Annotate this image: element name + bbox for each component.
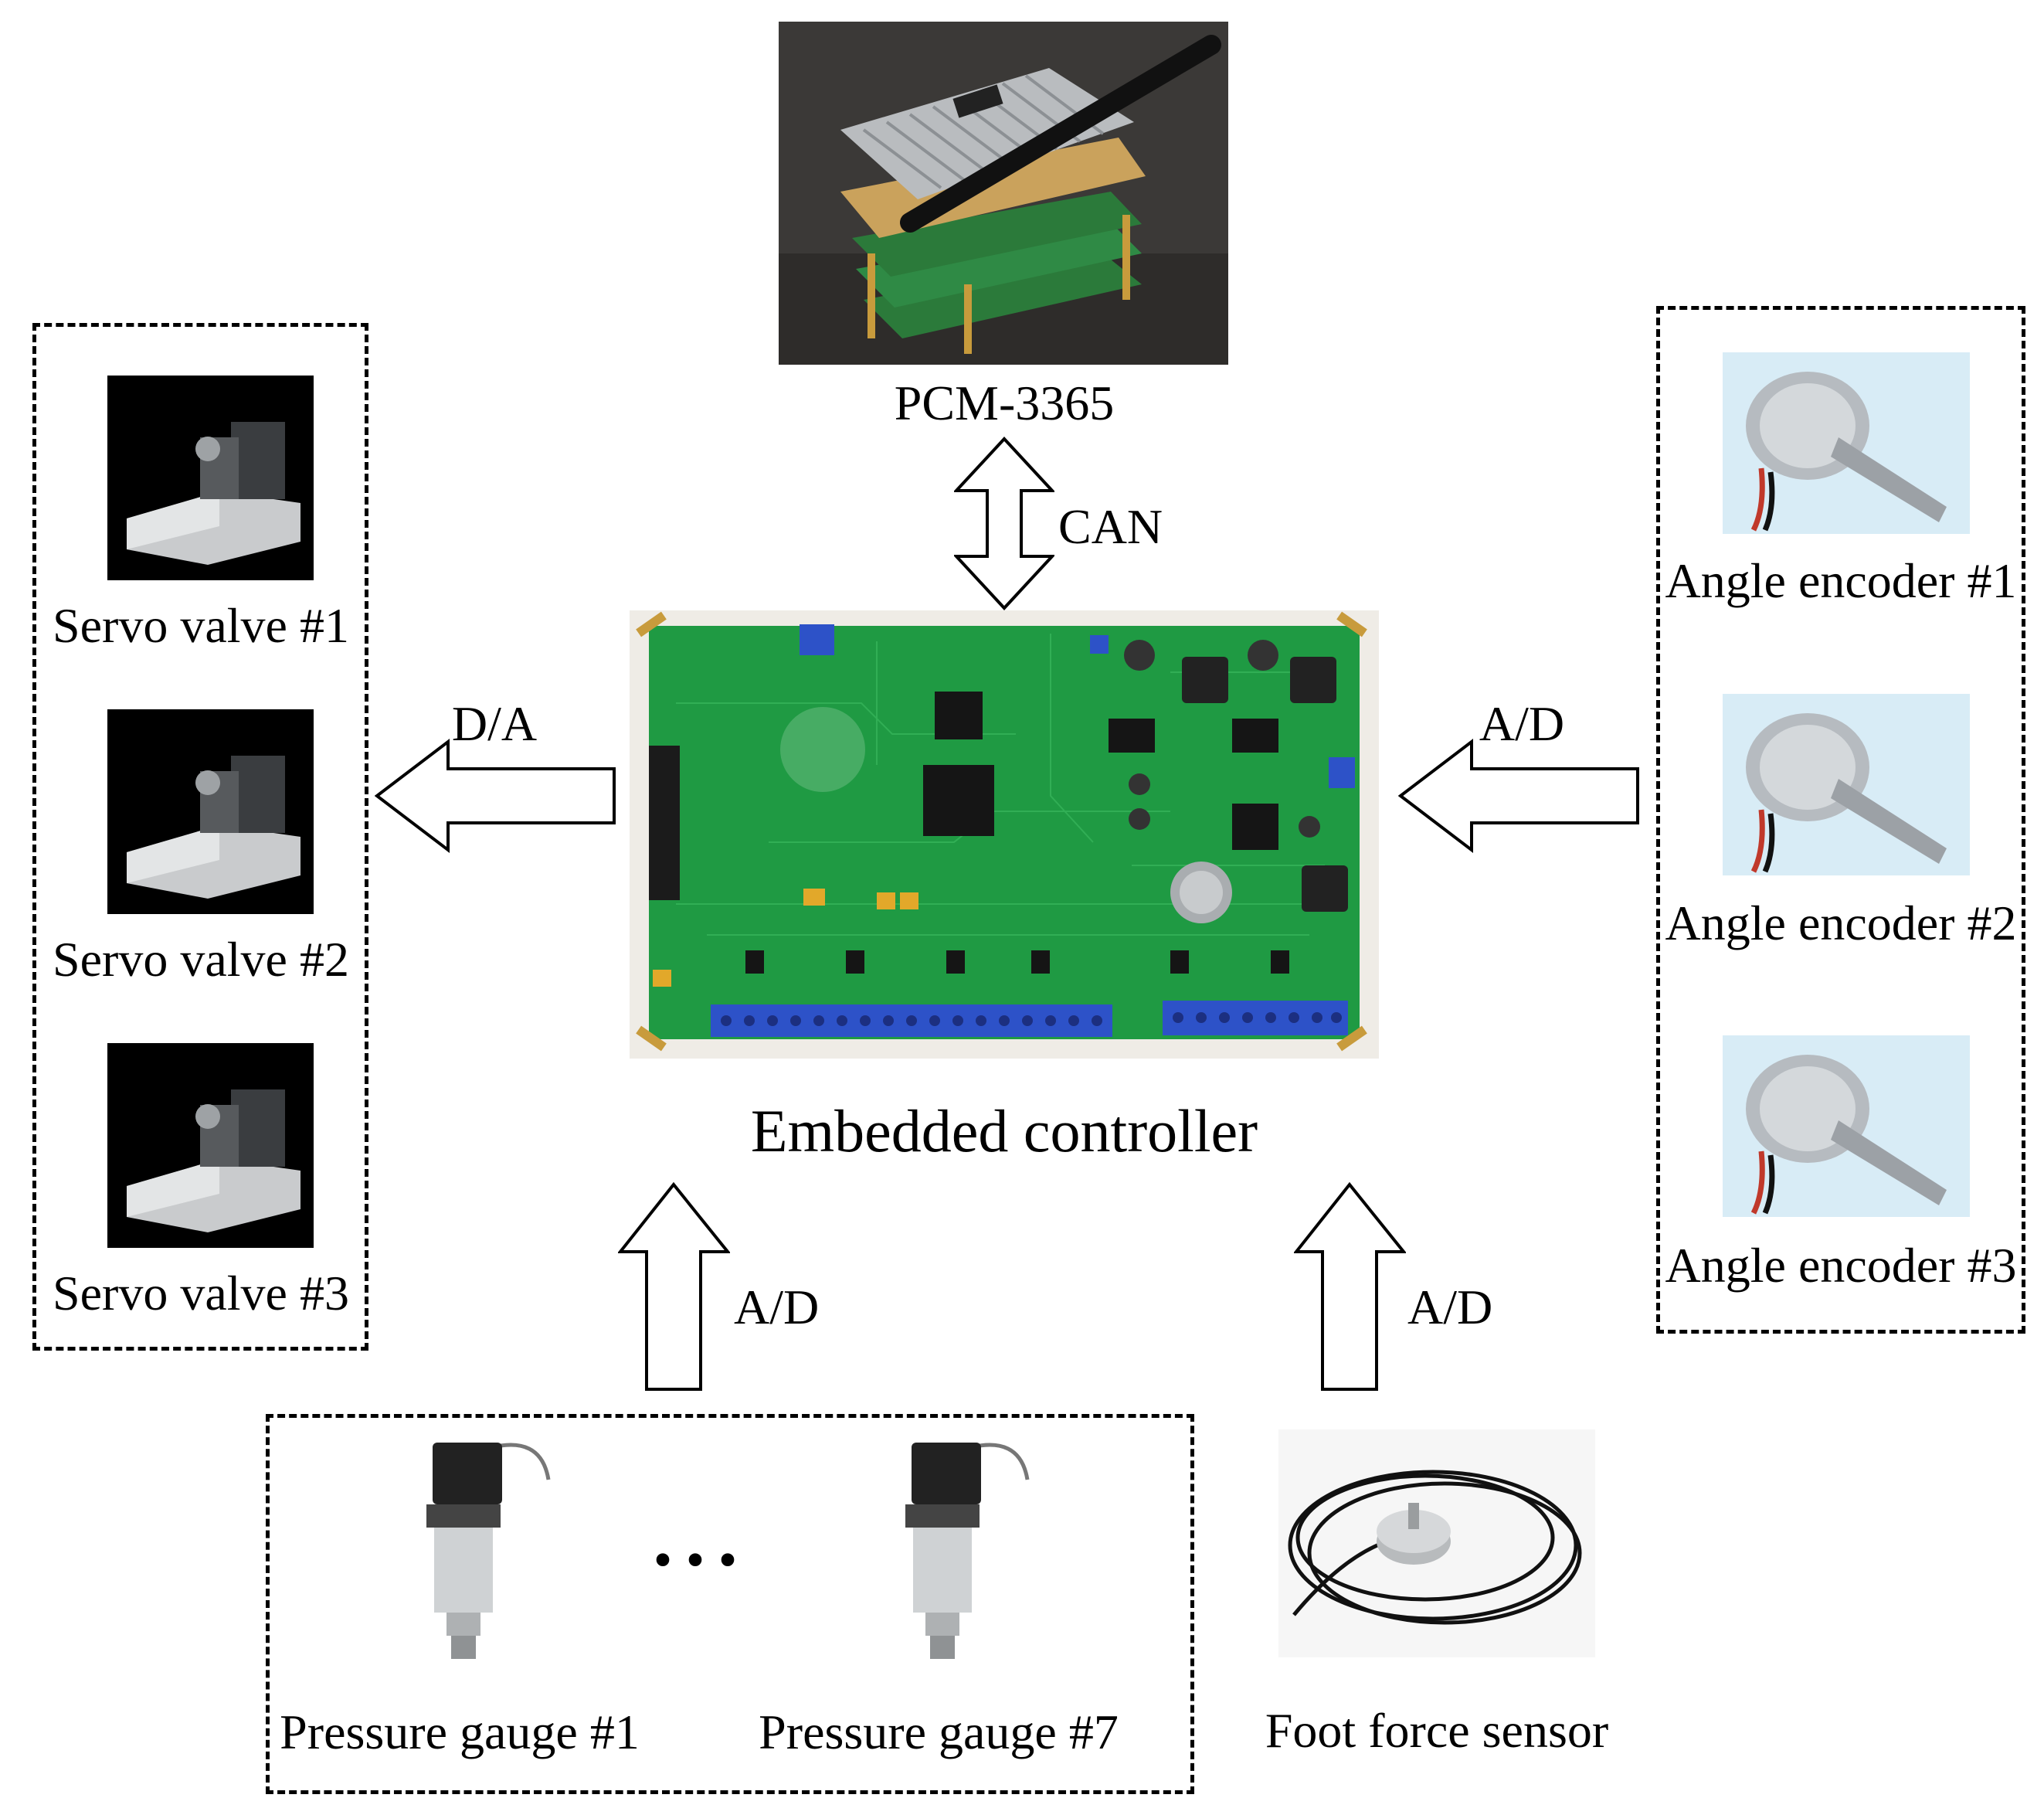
foot-force-sensor-photo [1278,1429,1595,1657]
da-link-label: D/A [451,696,538,751]
ad-encoder-arrow [1398,738,1639,854]
servo-valve-label-2: Servo valve #2 [53,932,349,987]
pressure-gauge-photo-1 [394,1433,556,1665]
angle-encoder-label-2: Angle encoder #2 [1665,896,2017,950]
servo-valve-photo-2 [107,709,314,914]
servo-valve-photo-3 [107,1043,314,1248]
servo-valve-photo-1 [107,376,314,580]
pressure-gauge-ellipsis: • • • [653,1531,738,1590]
pressure-gauge-label-7: Pressure gauge #7 [759,1705,1119,1759]
angle-encoder-label-3: Angle encoder #3 [1665,1238,2017,1293]
servo-valve-group [32,323,368,1351]
embedded-controller-photo [630,610,1379,1059]
pressure-gauge-photo-7 [873,1433,1035,1665]
pressure-gauge-label-1: Pressure gauge #1 [280,1705,640,1759]
pressure-gauge-group [266,1414,1194,1794]
angle-encoder-group [1656,306,2025,1334]
ad-foot-arrow [1294,1182,1406,1391]
ad-encoder-label: A/D [1479,696,1565,751]
embedded-controller-label: Embedded controller [750,1097,1258,1164]
can-double-arrow [954,437,1054,610]
pcm-3365-photo [779,22,1228,365]
pcm-3365-label: PCM-3365 [894,376,1115,430]
foot-force-sensor-label: Foot force sensor [1265,1703,1609,1758]
servo-valve-label-1: Servo valve #1 [53,598,349,653]
can-link-label: CAN [1058,499,1163,554]
servo-valve-label-3: Servo valve #3 [53,1266,349,1320]
ad-foot-label: A/D [1407,1280,1493,1334]
angle-encoder-photo-3 [1723,1035,1970,1217]
ad-pressure-label: A/D [734,1280,820,1334]
ad-pressure-arrow [618,1182,730,1391]
angle-encoder-photo-2 [1723,694,1970,875]
angle-encoder-photo-1 [1723,352,1970,534]
da-arrow [375,738,616,854]
angle-encoder-label-1: Angle encoder #1 [1665,553,2017,608]
